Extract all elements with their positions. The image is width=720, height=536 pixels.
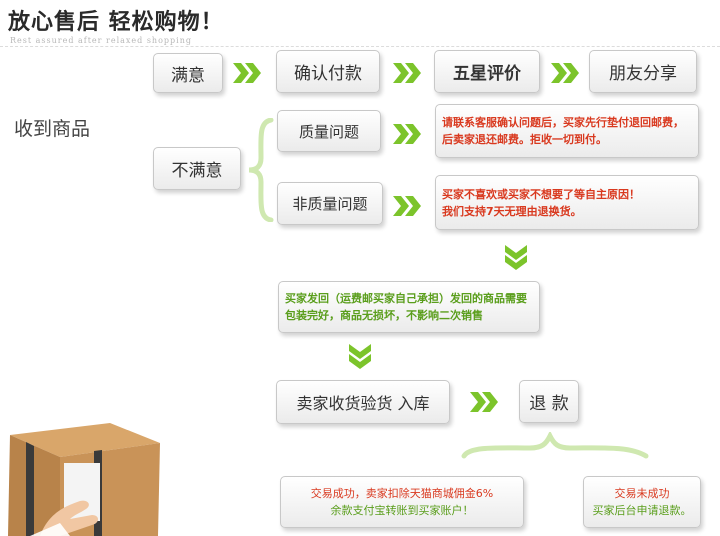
arrow-right-icon xyxy=(393,124,421,144)
arrow-down-icon xyxy=(349,344,371,369)
transaction-success-box: 交易成功，卖家扣除天猫商城佣金6% 余款支付宝转账到买家账户！ xyxy=(280,476,524,528)
success-line1: 交易成功，卖家扣除天猫商城佣金6% xyxy=(310,487,494,500)
page-title: 放心售后 轻松购物！ xyxy=(8,10,224,35)
fail-line2: 买家后台申请退款。 xyxy=(592,504,692,517)
received-goods-label: 收到商品 xyxy=(14,118,91,140)
seller-check-box: 卖家收货验货 入库 xyxy=(276,380,450,424)
fail-line1: 交易未成功 xyxy=(614,487,670,500)
non-quality-issue-box: 非质量问题 xyxy=(277,182,383,225)
transaction-fail-box: 交易未成功 买家后台申请退款。 xyxy=(583,476,701,528)
share-friends-box: 朋友分享 xyxy=(589,50,697,93)
arrow-down-icon xyxy=(505,245,527,270)
arrow-right-icon xyxy=(551,63,579,83)
confirm-payment-box: 确认付款 xyxy=(276,50,380,93)
non-quality-issue-note: 买家不喜欢或买家不想要了等自主原因！ 我们支持7天无理由退换货。 xyxy=(435,175,699,230)
arrow-right-icon xyxy=(393,196,421,216)
quality-issue-note: 请联系客服确认问题后，买家先行垫付退回邮费，后卖家退还邮费。拒收一切到付。 xyxy=(435,104,699,158)
brace-icon xyxy=(461,432,649,459)
non-quality-note-line1: 买家不喜欢或买家不想要了等自主原因！ xyxy=(442,187,640,201)
non-quality-note-line2: 我们支持7天无理由退换货。 xyxy=(442,204,582,218)
satisfied-box: 满意 xyxy=(153,53,223,93)
quality-issue-box: 质量问题 xyxy=(277,110,381,152)
return-shipping-note: 买家发回（运费邮买家自己承担）发回的商品需要包装完好，商品无损坏，不影响二次销售 xyxy=(278,281,540,333)
arrow-right-icon xyxy=(393,63,421,83)
refund-box: 退 款 xyxy=(519,380,579,423)
package-illustration xyxy=(8,423,160,536)
page-subtitle: Rest assured after relaxed shopping xyxy=(10,36,192,45)
header-divider xyxy=(0,46,720,47)
arrow-right-icon xyxy=(470,392,498,412)
unsatisfied-box: 不满意 xyxy=(153,147,241,190)
success-line2: 余款支付宝转账到买家账户！ xyxy=(330,504,474,517)
brace-icon xyxy=(248,118,274,222)
arrow-right-icon xyxy=(233,63,261,83)
five-star-review-box: 五星评价 xyxy=(434,50,540,93)
